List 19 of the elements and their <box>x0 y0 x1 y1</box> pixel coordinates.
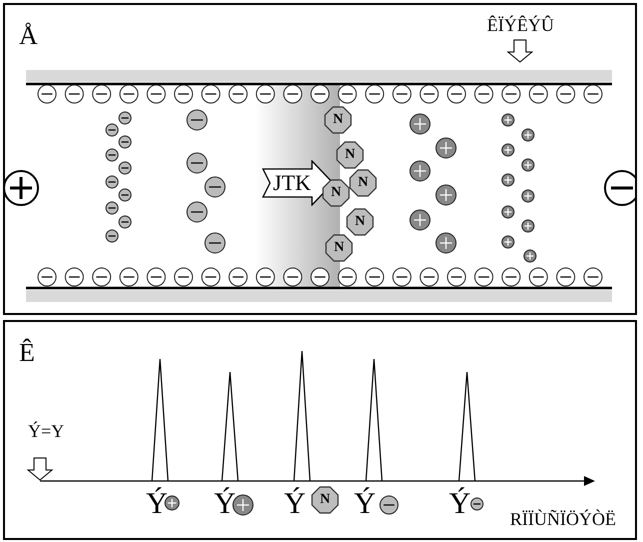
panel-frame <box>3 320 637 540</box>
neutral-molecule: N <box>322 179 350 207</box>
peak-label: Ý <box>449 489 471 519</box>
neutral-molecule: N <box>325 234 353 262</box>
detector-label: ÊÏÝÊÝÛ <box>487 16 554 34</box>
neutral-molecule: N <box>349 169 377 197</box>
neutral-molecule: N <box>324 106 352 134</box>
peak-label: Ý <box>354 489 376 519</box>
marker-label: Ý=Y <box>28 422 64 440</box>
peak-label: Ý <box>214 489 236 519</box>
peak-label: Ý <box>284 489 306 519</box>
axis-label: RÏÏÙÑÏÖÝÒË <box>510 510 616 528</box>
neutral-molecule: N <box>346 208 374 236</box>
neutral-molecule: N <box>336 141 364 169</box>
panel-letter: Ê <box>19 340 35 366</box>
panel-frame <box>3 3 637 315</box>
neutral-molecule: N <box>311 486 339 514</box>
peak-label: Ý <box>146 489 168 519</box>
panel-letter: Å <box>19 23 38 49</box>
